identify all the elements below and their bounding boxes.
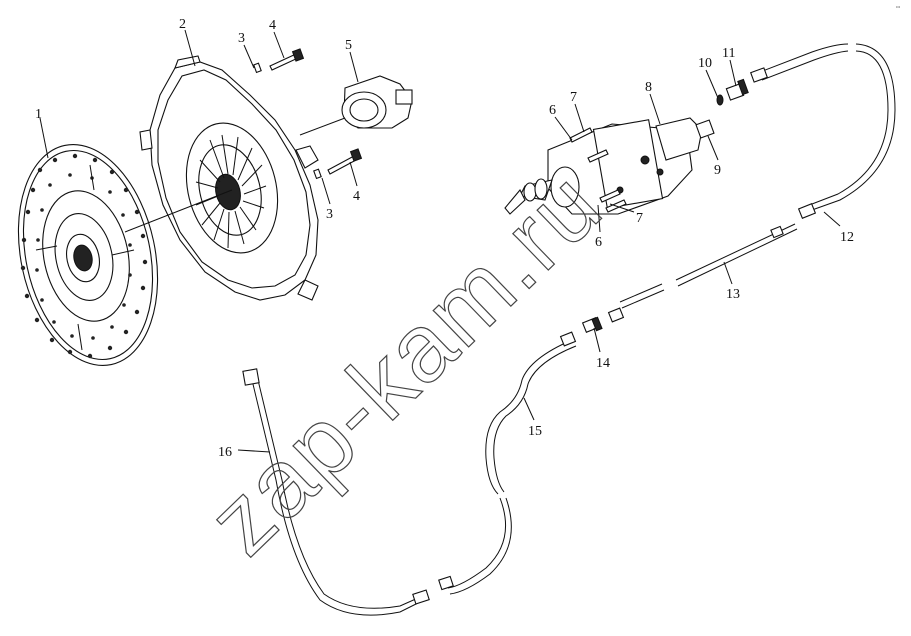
label-4-upper: 4 (269, 18, 276, 33)
clutch-booster-part (504, 117, 703, 215)
label-12: 12 (840, 230, 854, 245)
label-6-upper: 6 (549, 103, 556, 118)
pressure-plate-part (139, 55, 319, 301)
label-3-upper: 3 (238, 31, 245, 46)
hose-12-part (750, 43, 896, 219)
label-13: 13 (726, 287, 740, 302)
union-11-part (725, 78, 749, 101)
label-9: 9 (714, 163, 721, 178)
corner-mark: ••• (896, 4, 901, 9)
bolt-upper-part (253, 48, 305, 74)
label-8: 8 (645, 80, 652, 95)
bolt-lower-part (313, 148, 363, 180)
part-labels: 1 2 3 4 5 3 4 6 7 8 10 11 9 7 6 12 13 14… (35, 17, 854, 460)
label-4-lower: 4 (353, 189, 360, 204)
leader-lines (39, 29, 841, 453)
friction-rivets (20, 153, 148, 359)
label-3-lower: 3 (326, 207, 333, 222)
label-16: 16 (218, 445, 232, 460)
label-6-lower: 6 (595, 235, 602, 250)
adapter-14-part (581, 316, 603, 333)
tube-15-part (438, 331, 577, 595)
booster-screws-part (569, 127, 627, 213)
label-11: 11 (722, 46, 735, 61)
label-10: 10 (698, 56, 712, 71)
assembly-axis-lines (124, 117, 346, 233)
label-7-lower: 7 (636, 211, 643, 226)
release-bearing-part (341, 75, 413, 129)
label-14: 14 (596, 356, 610, 371)
label-2: 2 (179, 17, 186, 32)
clutch-disc-part (17, 144, 159, 366)
tube-13-part (607, 223, 798, 323)
label-15: 15 (528, 424, 542, 439)
fitting-9-part (695, 119, 715, 139)
washer-10-part (716, 94, 724, 106)
label-7-upper: 7 (570, 90, 577, 105)
label-5: 5 (345, 38, 352, 53)
hose-16-part (242, 368, 430, 616)
label-1: 1 (35, 107, 42, 122)
